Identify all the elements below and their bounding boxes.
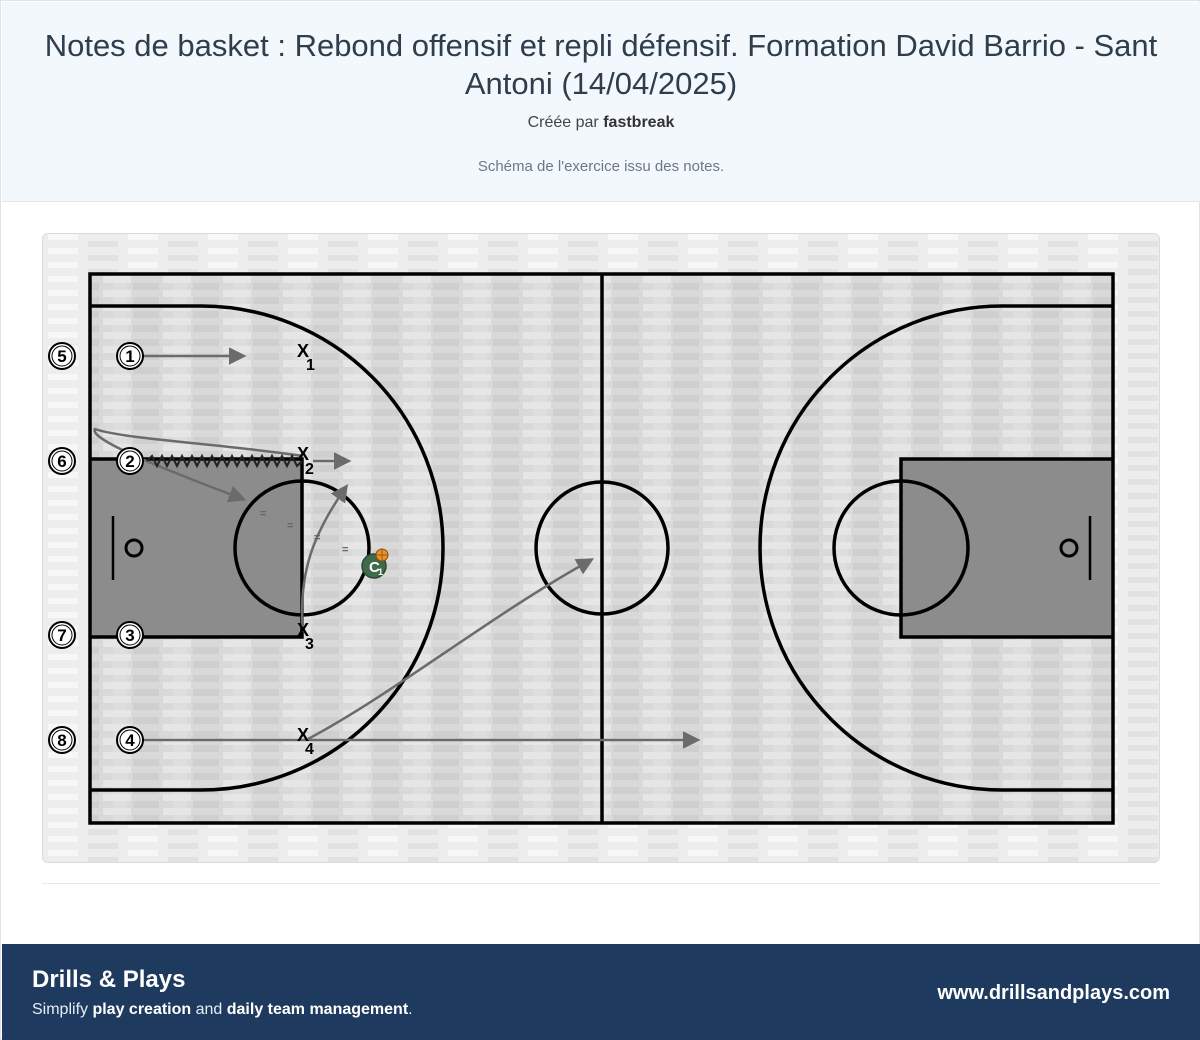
screen-line [146, 453, 303, 469]
bench-player-7[interactable]: 7 [48, 621, 76, 649]
cut-arrow-2 [93, 427, 304, 503]
diagram-caption: Schéma de l'exercice issu des notes. [477, 158, 725, 175]
right-free-throw-circle [832, 479, 970, 617]
right-paint [901, 459, 1113, 637]
offense-player-1[interactable]: 1 [116, 342, 144, 370]
svg-text:X: X [297, 620, 309, 640]
defender-2[interactable]: X 2 [297, 444, 314, 478]
divider [42, 883, 1160, 884]
author-link[interactable]: fastbreak [603, 114, 675, 131]
bench-players: 5 6 7 8 [48, 342, 76, 754]
svg-text:=: = [342, 544, 348, 556]
svg-text:4: 4 [125, 731, 135, 750]
defender-3[interactable]: X 3 [297, 620, 314, 653]
svg-text:2: 2 [125, 452, 134, 471]
svg-text:1: 1 [306, 357, 315, 374]
svg-text:1: 1 [378, 567, 383, 577]
header: Notes de basket : Rebond offensif et rep… [2, 2, 1200, 202]
page-title: Notes de basket : Rebond offensif et rep… [44, 28, 1158, 101]
left-rim [124, 538, 144, 558]
svg-text:3: 3 [125, 626, 134, 645]
svg-text:3: 3 [305, 636, 314, 653]
svg-text:=: = [287, 520, 293, 532]
left-three-point-line [90, 304, 445, 792]
offense-player-4[interactable]: 4 [116, 726, 144, 754]
footer-site-link[interactable]: www.drillsandplays.com [937, 982, 1170, 1004]
byline: Créée par fastbreak [2, 114, 1200, 132]
offense-player-2[interactable]: 2 [116, 447, 144, 475]
svg-text:8: 8 [57, 731, 66, 750]
svg-text:2: 2 [305, 461, 314, 478]
right-lane-lines [899, 457, 1113, 639]
defender-4[interactable]: X 4 [297, 725, 314, 758]
tagline-text: . [408, 1001, 413, 1018]
tagline-text: and [191, 1001, 227, 1018]
offense-players: 1 2 3 4 [116, 342, 144, 754]
coach-marker[interactable]: C 1 [361, 548, 389, 579]
basketball-icon [375, 548, 389, 562]
left-paint [90, 459, 302, 637]
right-rim [1059, 538, 1079, 558]
svg-text:1: 1 [125, 347, 134, 366]
center-circle [534, 480, 670, 616]
right-three-point-line [758, 304, 1113, 792]
defense-players: X 1 X 2 X 3 X 4 [297, 341, 315, 758]
defender-1[interactable]: X 1 [297, 341, 315, 374]
svg-text:=: = [260, 508, 266, 520]
svg-text:X: X [297, 341, 309, 361]
svg-text:6: 6 [57, 452, 66, 471]
svg-text:=: = [314, 532, 320, 544]
tagline-emphasis: play creation [92, 1001, 192, 1018]
svg-text:X: X [297, 725, 309, 745]
court-diagram: = = = = 5 6 7 [42, 233, 1160, 863]
footer: Drills & Plays Simplify play creation an… [2, 944, 1200, 1040]
bench-player-5[interactable]: 5 [48, 342, 76, 370]
svg-text:C: C [369, 559, 380, 576]
svg-text:5: 5 [57, 347, 66, 366]
svg-text:X: X [297, 444, 309, 464]
tagline-text: Simplify [32, 1001, 93, 1018]
offense-player-3[interactable]: 3 [116, 621, 144, 649]
svg-text:7: 7 [57, 626, 66, 645]
bench-player-6[interactable]: 6 [48, 447, 76, 475]
footer-brand[interactable]: Drills & Plays [32, 966, 186, 993]
created-by-label: Créée par [527, 114, 599, 131]
footer-tagline: Simplify play creation and daily team ma… [32, 1001, 413, 1019]
bench-player-8[interactable]: 8 [48, 726, 76, 754]
left-lane-lines [90, 457, 304, 639]
tagline-emphasis: daily team management [226, 1001, 409, 1018]
move-arrow-3 [300, 484, 349, 633]
svg-text:4: 4 [305, 741, 314, 758]
transition-arrow-4a [307, 558, 595, 741]
